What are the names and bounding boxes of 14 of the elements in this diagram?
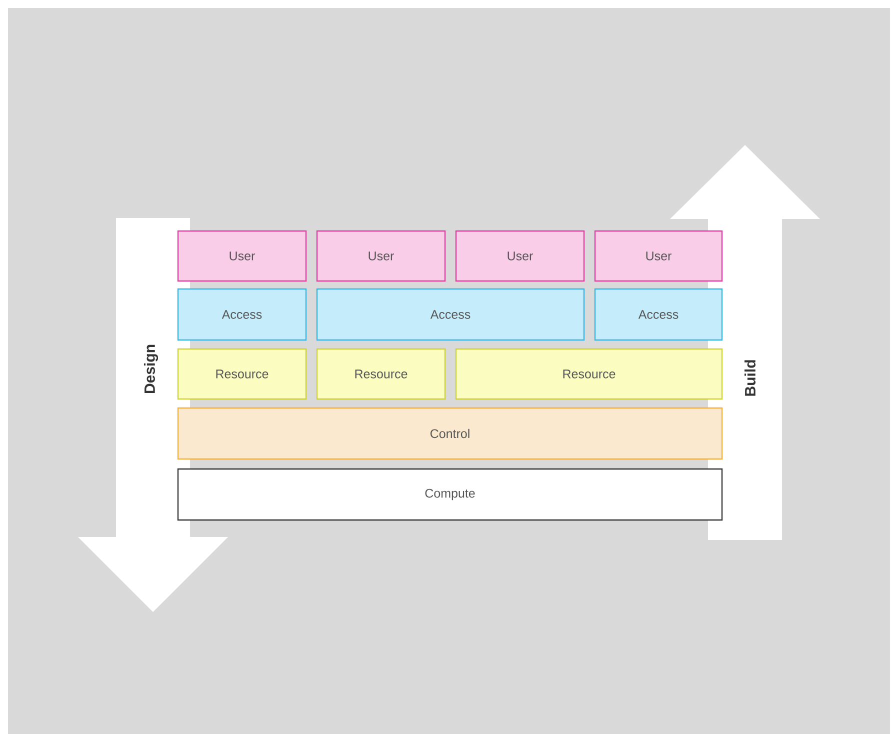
layer-box: Compute	[177, 468, 723, 521]
arrow-label: Build	[744, 360, 756, 396]
arrow-label: Design	[144, 344, 158, 393]
layer-box: Access	[177, 288, 307, 341]
layer-box: Access	[594, 288, 723, 341]
layer-box: Resource	[455, 348, 723, 400]
layer-box: User	[594, 230, 723, 282]
layer-box: User	[316, 230, 446, 282]
layer-box: Control	[177, 407, 723, 460]
layer-box: Access	[316, 288, 585, 341]
layer-box: User	[455, 230, 585, 282]
layer-box: User	[177, 230, 307, 282]
layer-box: Resource	[177, 348, 307, 400]
layer-box: Resource	[316, 348, 446, 400]
